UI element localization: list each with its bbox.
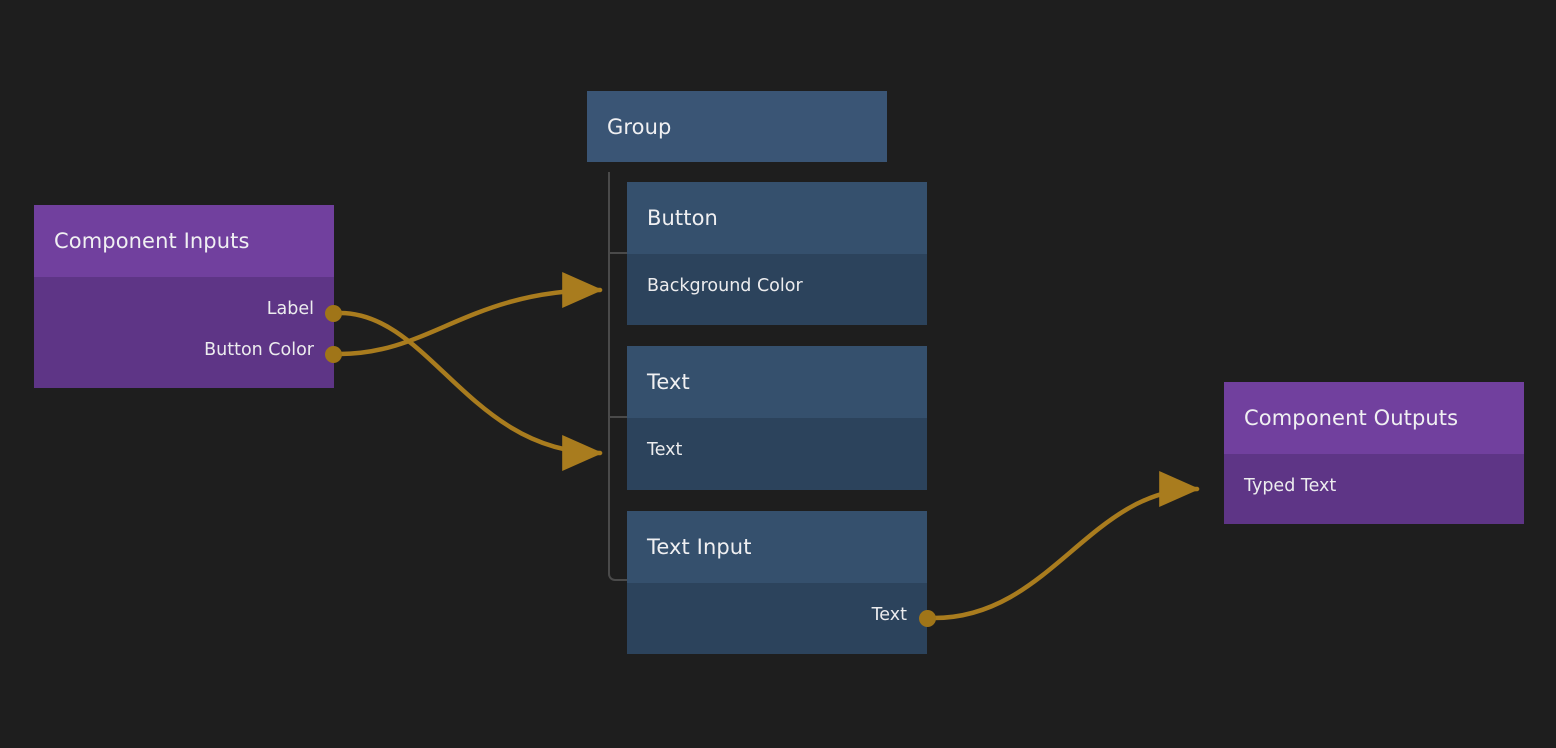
- node-body: Text: [627, 583, 927, 654]
- node-title: Text Input: [627, 511, 927, 583]
- edge-label-to-text: [337, 310, 603, 471]
- node-title: Group: [587, 91, 887, 162]
- port-label-text: Label: [266, 299, 314, 319]
- port-label-text: Text: [647, 440, 683, 460]
- port-label-text: Button Color: [204, 340, 314, 360]
- node-button[interactable]: Button Background Color: [627, 182, 927, 325]
- node-body: Typed Text: [1224, 454, 1524, 524]
- port-label[interactable]: Label: [34, 299, 334, 319]
- port-text[interactable]: Text: [627, 605, 927, 625]
- node-title: Text: [627, 346, 927, 418]
- node-title: Component Outputs: [1224, 382, 1524, 454]
- group-tree-stub-button: [608, 252, 627, 254]
- node-body: Background Color: [627, 254, 927, 325]
- group-tree-connector: [608, 172, 628, 581]
- edge-buttoncolor-to-background-color: [337, 272, 603, 357]
- port-text[interactable]: Text: [627, 440, 927, 460]
- node-text[interactable]: Text Text: [627, 346, 927, 490]
- node-text-input[interactable]: Text Input Text: [627, 511, 927, 654]
- edge-textinput-to-typed-text: [931, 471, 1200, 621]
- node-group[interactable]: Group: [587, 91, 887, 162]
- node-body: Text: [627, 418, 927, 490]
- port-typed-text[interactable]: Typed Text: [1224, 476, 1524, 496]
- node-component-inputs[interactable]: Component Inputs Label Button Color: [34, 205, 334, 388]
- node-title: Button: [627, 182, 927, 254]
- port-label-text: Text: [871, 605, 907, 625]
- port-label-text: Typed Text: [1244, 476, 1337, 496]
- port-background-color[interactable]: Background Color: [627, 276, 927, 296]
- node-title: Component Inputs: [34, 205, 334, 277]
- node-body: Label Button Color: [34, 277, 334, 388]
- node-component-outputs[interactable]: Component Outputs Typed Text: [1224, 382, 1524, 524]
- port-label-text: Background Color: [647, 276, 803, 296]
- port-button-color[interactable]: Button Color: [34, 340, 334, 360]
- group-tree-stub-text: [608, 416, 627, 418]
